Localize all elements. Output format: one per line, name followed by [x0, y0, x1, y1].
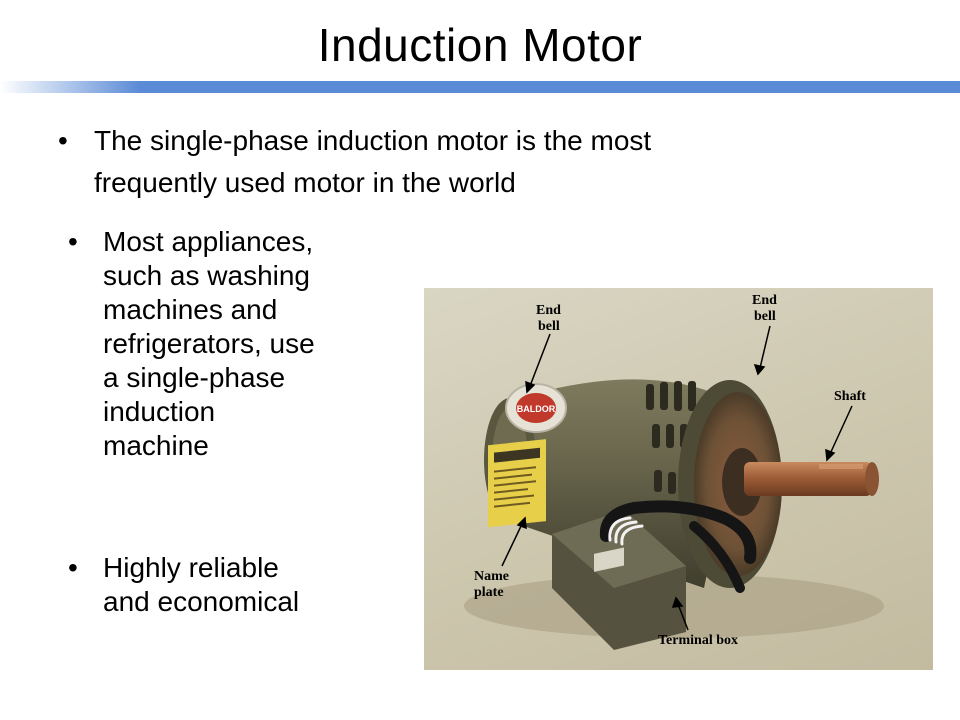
motor-photo: BALDOR BALDOR [424, 288, 933, 670]
bullet-dot: • [68, 552, 78, 583]
label-name-plate-2: plate [474, 585, 504, 600]
bullet-side-1-line-2: such as washing [103, 260, 311, 291]
bullet-main-1: • The single-phase induction motor is th… [58, 120, 878, 204]
label-end-bell-right-2: bell [754, 309, 776, 324]
label-name-plate-1: Name [474, 569, 509, 584]
bullet-main-1-line-1: The single-phase induction motor is the … [94, 125, 652, 156]
bullet-side-1-line-4: refrigerators, use [103, 328, 315, 359]
bullet-side-1-line-1: Most appliances, [103, 226, 314, 257]
bullet-side-2-line-2: and economical [103, 586, 300, 617]
name-plate: BALDOR [488, 439, 546, 528]
label-terminal-box: Terminal box [658, 633, 738, 648]
bullet-side-1: • Most appliances, such as washing machi… [68, 225, 388, 463]
bullet-side-1-line-5: a single-phase [103, 362, 286, 393]
label-end-bell-left-2: bell [538, 319, 560, 334]
page-title: Induction Motor [317, 19, 643, 71]
brand-badge-text: BALDOR [517, 404, 556, 414]
leader-arrows [501, 325, 853, 631]
bullet-side-1-line-7: machine [103, 430, 209, 461]
shaft [744, 462, 872, 496]
bullet-side-2-line-1: Highly reliable [103, 552, 279, 583]
label-shaft: Shaft [834, 389, 866, 404]
label-end-bell-right-1: End [752, 293, 777, 308]
wires [599, 500, 757, 593]
bullet-side-1-line-3: machines and [103, 294, 278, 325]
title-rule [0, 81, 960, 93]
bullet-main-1-line-2: frequently used motor in the world [94, 167, 516, 198]
label-end-bell-left-1: End [536, 303, 561, 318]
motor-illustration: BALDOR BALDOR [464, 293, 884, 650]
bullet-dot: • [68, 226, 78, 257]
bullet-dot: • [58, 125, 68, 156]
bullet-side-2: • Highly reliable and economical [68, 551, 388, 619]
bullet-side-1-line-6: induction [103, 396, 216, 427]
